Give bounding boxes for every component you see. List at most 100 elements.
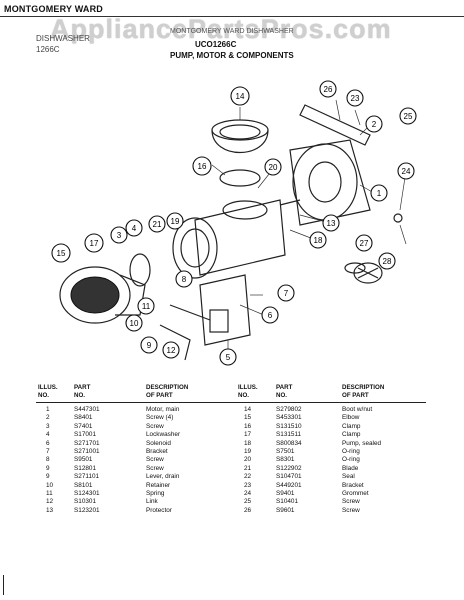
- description-cell: Clamp: [342, 431, 361, 439]
- illus-cell: 13: [46, 506, 54, 514]
- svg-text:28: 28: [383, 257, 392, 266]
- description-cell: Seal: [342, 473, 355, 481]
- table-row: 9 S12801 Screw: [38, 465, 228, 473]
- clamp-part: [219, 169, 261, 187]
- part-number-cell: S9401: [276, 489, 295, 497]
- illus-cell: 8: [46, 456, 50, 464]
- table-row: 1 S447301 Motor, main: [38, 406, 228, 414]
- description-cell: Retainer: [146, 481, 171, 489]
- callout-14: 14: [230, 86, 250, 106]
- part-number-cell: S447301: [74, 406, 100, 413]
- svg-text:10: 10: [130, 319, 139, 328]
- svg-text:13: 13: [327, 219, 336, 228]
- callout-21: 21: [148, 215, 166, 233]
- description-cell: O-ring: [342, 447, 360, 455]
- part-number-cell: S17001: [74, 431, 97, 439]
- part-number-cell: S131510: [276, 422, 302, 430]
- description-cell: Screw: [146, 422, 164, 430]
- blade-part: [353, 262, 383, 284]
- svg-text:21: 21: [153, 220, 162, 229]
- svg-text:26: 26: [324, 85, 333, 94]
- illus-cell: 9: [46, 464, 50, 472]
- description-cell: Elbow: [342, 414, 360, 422]
- callout-2: 2: [365, 115, 383, 133]
- svg-text:25: 25: [404, 112, 413, 121]
- callout-12: 12: [162, 341, 180, 359]
- part-number-cell: S10401: [276, 498, 299, 506]
- callout-24: 24: [397, 162, 415, 180]
- part-number-cell: S124301: [74, 489, 100, 497]
- part-number-cell: S8301: [276, 456, 295, 464]
- svg-text:14: 14: [236, 92, 245, 101]
- illus-cell: 16: [244, 422, 252, 430]
- pump-housing: [172, 199, 286, 279]
- description-cell: Link: [146, 498, 158, 506]
- svg-text:8: 8: [182, 275, 187, 284]
- description-cell: Solenoid: [146, 439, 171, 447]
- callout-13: 13: [322, 214, 340, 232]
- part-number-cell: S453301: [276, 414, 302, 422]
- header-rule: [0, 16, 464, 17]
- svg-text:24: 24: [402, 167, 411, 176]
- svg-text:17: 17: [90, 239, 99, 248]
- callout-1: 1: [370, 184, 388, 202]
- svg-text:7: 7: [284, 289, 289, 298]
- illus-cell: 19: [244, 447, 252, 455]
- part-number-cell: S7501: [276, 447, 295, 455]
- elbow-part: [59, 266, 146, 324]
- part-number-cell: S9601: [276, 506, 295, 514]
- description-cell: O-ring: [342, 456, 360, 464]
- svg-text:18: 18: [314, 236, 323, 245]
- description-cell: Screw (4): [146, 414, 174, 422]
- part-number-cell: S12801: [74, 464, 97, 472]
- callout-18: 18: [309, 231, 327, 249]
- illus-cell: 1: [46, 406, 50, 413]
- part-number-cell: S279802: [276, 406, 302, 413]
- svg-text:15: 15: [57, 249, 66, 258]
- illus-cell: 3: [46, 422, 50, 430]
- description-cell: Screw: [146, 464, 164, 472]
- callout-8: 8: [175, 270, 193, 288]
- svg-text:2: 2: [372, 120, 377, 129]
- description-cell: Screw: [146, 456, 164, 464]
- bracket-part: [299, 104, 371, 146]
- illus-cell: 11: [46, 489, 53, 497]
- callout-19: 19: [166, 212, 184, 230]
- description-cell: Motor, main: [146, 406, 180, 413]
- solenoid-assembly: [159, 274, 251, 361]
- illus-cell: 18: [244, 439, 252, 447]
- part-number-cell: S271101: [74, 473, 100, 481]
- description-cell: Bracket: [146, 447, 168, 455]
- svg-text:5: 5: [226, 353, 231, 362]
- grommet-part: [393, 213, 403, 223]
- svg-text:19: 19: [171, 217, 180, 226]
- svg-text:3: 3: [117, 231, 122, 240]
- motor-part: [279, 139, 371, 226]
- part-number-cell: S449201: [276, 481, 302, 489]
- callout-5: 5: [219, 348, 237, 366]
- section-title: PUMP, MOTOR & COMPONENTS: [170, 51, 294, 60]
- part-number-cell: S123201: [74, 506, 100, 514]
- illus-cell: 7: [46, 447, 50, 455]
- model-number: UCO1266C: [195, 40, 237, 49]
- callout-27: 27: [355, 234, 373, 252]
- part-number-cell: S104701: [276, 473, 302, 481]
- part-number-cell: S271701: [74, 439, 100, 447]
- illus-cell: 15: [244, 414, 252, 422]
